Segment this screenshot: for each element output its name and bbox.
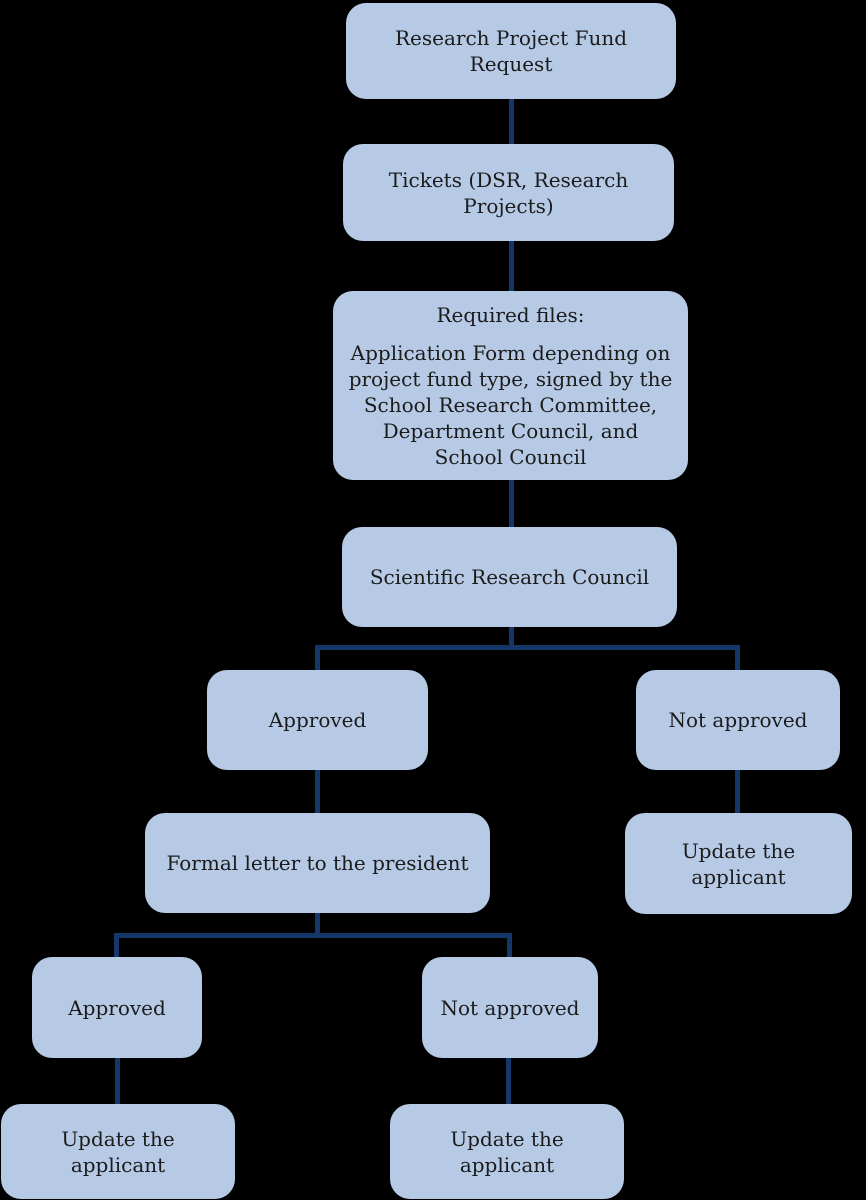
node-update-applicant-not-approved: Update the applicant — [625, 813, 852, 914]
node-label: Not approved — [668, 708, 808, 732]
node-label: Tickets (DSR, Research Projects) — [388, 167, 629, 218]
node-label: Formal letter to the president — [166, 851, 469, 875]
node-label: Update the applicant — [450, 1126, 564, 1177]
connector-requiredfiles-src — [509, 480, 514, 528]
connector-tickets-requiredfiles — [509, 241, 514, 292]
node-update-applicant-president-not-approved: Update the applicant — [390, 1104, 624, 1199]
required-files-title: Required files: — [436, 302, 585, 327]
node-research-project-fund-request: Research Project Fund Request — [346, 3, 676, 99]
node-president-not-approved: Not approved — [422, 957, 598, 1058]
node-scientific-research-council: Scientific Research Council — [342, 527, 677, 627]
connector-formalletter-branch-stem — [315, 913, 320, 935]
connector-notapproved2-update — [506, 1058, 511, 1104]
node-src-not-approved: Not approved — [636, 670, 840, 770]
node-president-approved: Approved — [32, 957, 202, 1058]
node-tickets-dsr: Tickets (DSR, Research Projects) — [343, 144, 674, 241]
connector-fundrequest-tickets — [509, 99, 514, 145]
node-label: Update the applicant — [681, 838, 796, 889]
node-label: Approved — [68, 995, 166, 1020]
node-src-approved: Approved — [207, 670, 428, 770]
connector-approved-formalletter — [315, 770, 320, 814]
node-label: Scientific Research Council — [369, 565, 650, 589]
node-label: Approved — [268, 708, 367, 732]
node-label: Not approved — [440, 995, 580, 1020]
connector-src-branch-stem — [509, 627, 514, 647]
node-formal-letter-president: Formal letter to the president — [145, 813, 490, 913]
node-label: Update the applicant — [61, 1126, 175, 1177]
node-update-applicant-president-approved: Update the applicant — [1, 1104, 235, 1199]
branch-src-approved-notapproved — [315, 645, 740, 670]
required-files-body: Application Form depending on project fu… — [348, 340, 673, 469]
connector-notapproved-update — [735, 770, 740, 814]
connector-approved2-update — [115, 1058, 120, 1104]
node-label: Research Project Fund Request — [394, 26, 628, 76]
node-required-files: Required files: Application Form dependi… — [333, 291, 688, 480]
branch-president-approved-notapproved — [114, 933, 512, 958]
